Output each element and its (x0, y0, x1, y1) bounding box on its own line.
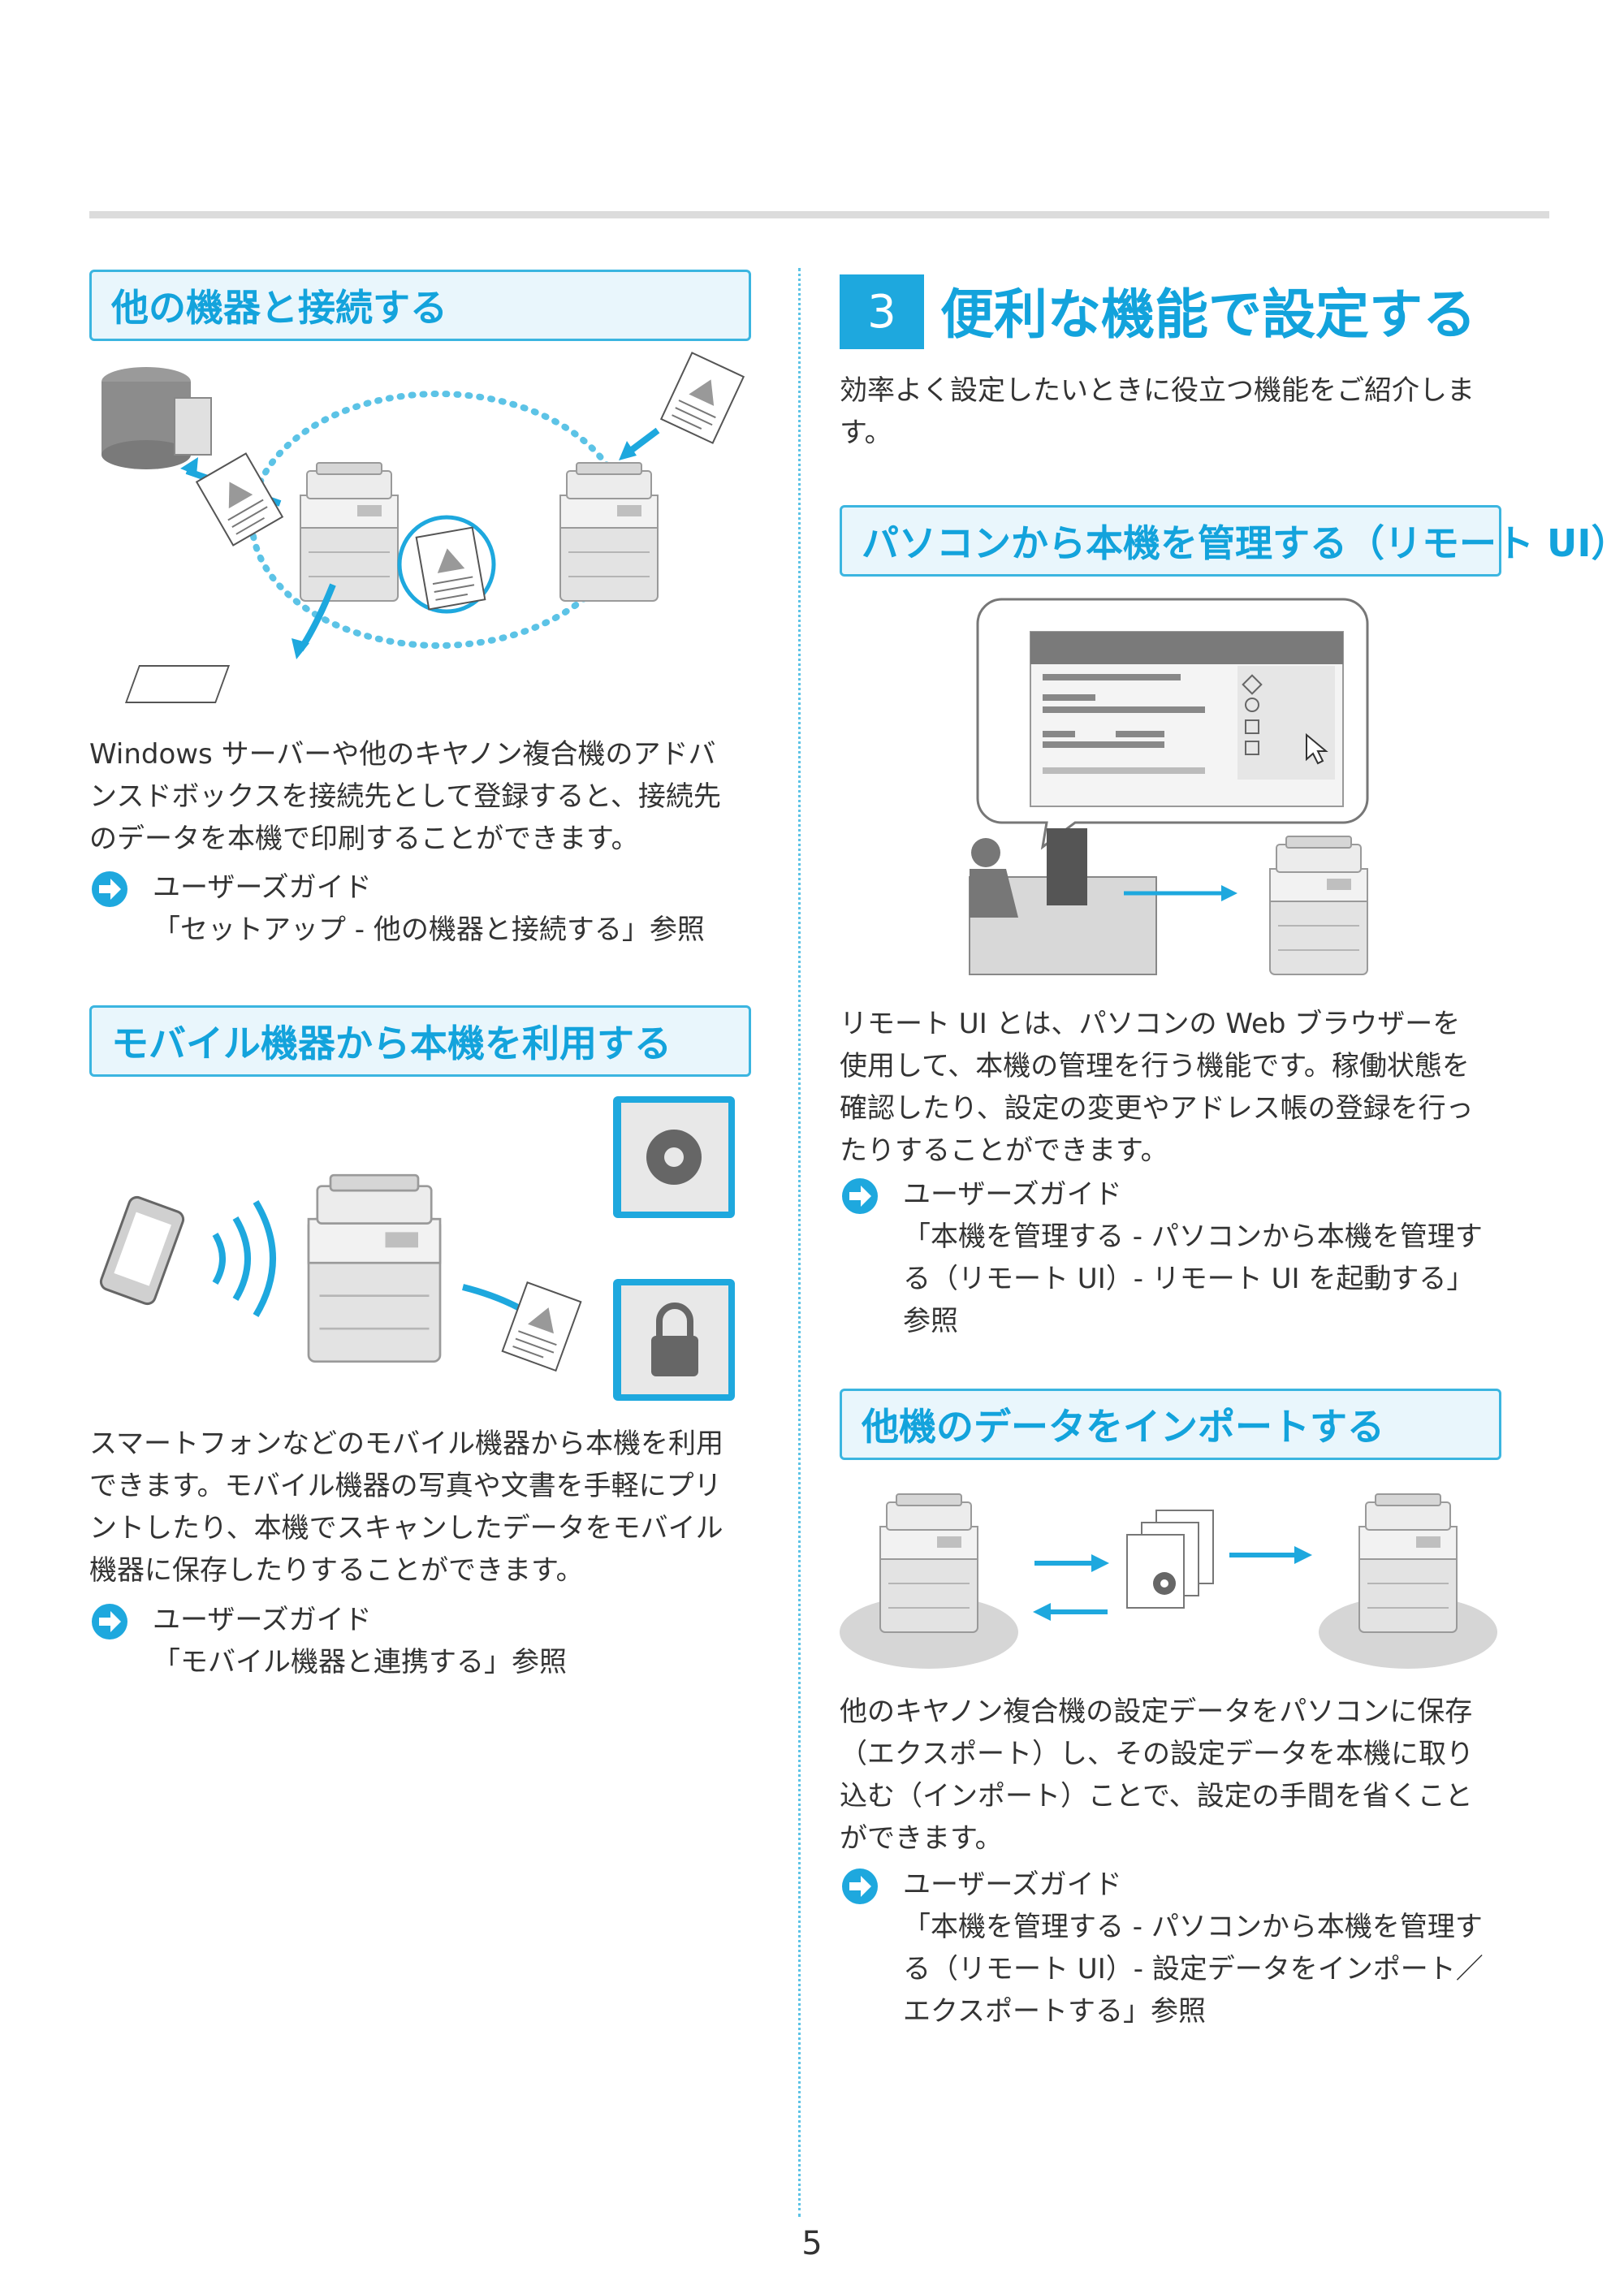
mobile-body: スマートフォンなどのモバイル機器から本機を利用 できます。モバイル機器の写真や文… (89, 1428, 723, 1587)
section-title: モバイル機器から本機を利用する (111, 1022, 672, 1065)
section-heading-mobile: モバイル機器から本機を利用する (89, 1005, 751, 1077)
import-body: 他のキヤノン複合機の設定データをパソコンに保存 （エクスポート）し、その設定デー… (840, 1696, 1474, 1855)
chapter-intro: 効率よく設定したいときに役立つ機能をご紹介しま す。 (840, 374, 1475, 449)
arrow-right-icon (842, 1178, 878, 1214)
mobile-reference: ユーザーズガイド 「モバイル機器と連携する」参照 (153, 1604, 567, 1678)
remote-ui-illustration (969, 598, 1369, 975)
column-divider (798, 268, 801, 2217)
arrow-right-icon (842, 1868, 878, 1904)
import-illustration (840, 1493, 1497, 1669)
section-heading-remote-ui: パソコンから本機を管理する（リモート UI） (840, 505, 1624, 577)
arrow-right-icon (92, 871, 127, 907)
section-title: 他の機器と接続する (111, 286, 447, 330)
header-rule (89, 211, 1549, 218)
mobile-illustration (99, 1096, 735, 1401)
connect-devices-reference: ユーザーズガイド 「セットアップ - 他の機器と接続する」参照 (153, 871, 705, 946)
section-heading-import: 他機のデータをインポートする (840, 1389, 1501, 1460)
section-title: パソコンから本機を管理する（リモート UI） (862, 521, 1624, 565)
connect-devices-illustration (102, 352, 745, 703)
page-number: 5 (801, 2225, 823, 2262)
section-heading-connect-devices: 他の機器と接続する (89, 270, 751, 341)
connect-devices-body: Windows サーバーや他のキヤノン複合機のアドバ ンスドボックスを接続先とし… (89, 738, 721, 855)
chapter-title: 便利な機能で設定する (940, 283, 1476, 346)
arrow-right-icon (92, 1604, 127, 1639)
remote-ui-reference: ユーザーズガイド 「本機を管理する - パソコンから本機を管理す る（リモート … (903, 1178, 1483, 1337)
import-reference: ユーザーズガイド 「本機を管理する - パソコンから本機を管理す る（リモート … (903, 1868, 1484, 2028)
section-title: 他機のデータをインポートする (862, 1405, 1384, 1449)
remote-ui-body: リモート UI とは、パソコンの Web ブラウザーを 使用して、本機の管理を行… (840, 1008, 1474, 1167)
chapter-number: 3 (840, 274, 924, 349)
